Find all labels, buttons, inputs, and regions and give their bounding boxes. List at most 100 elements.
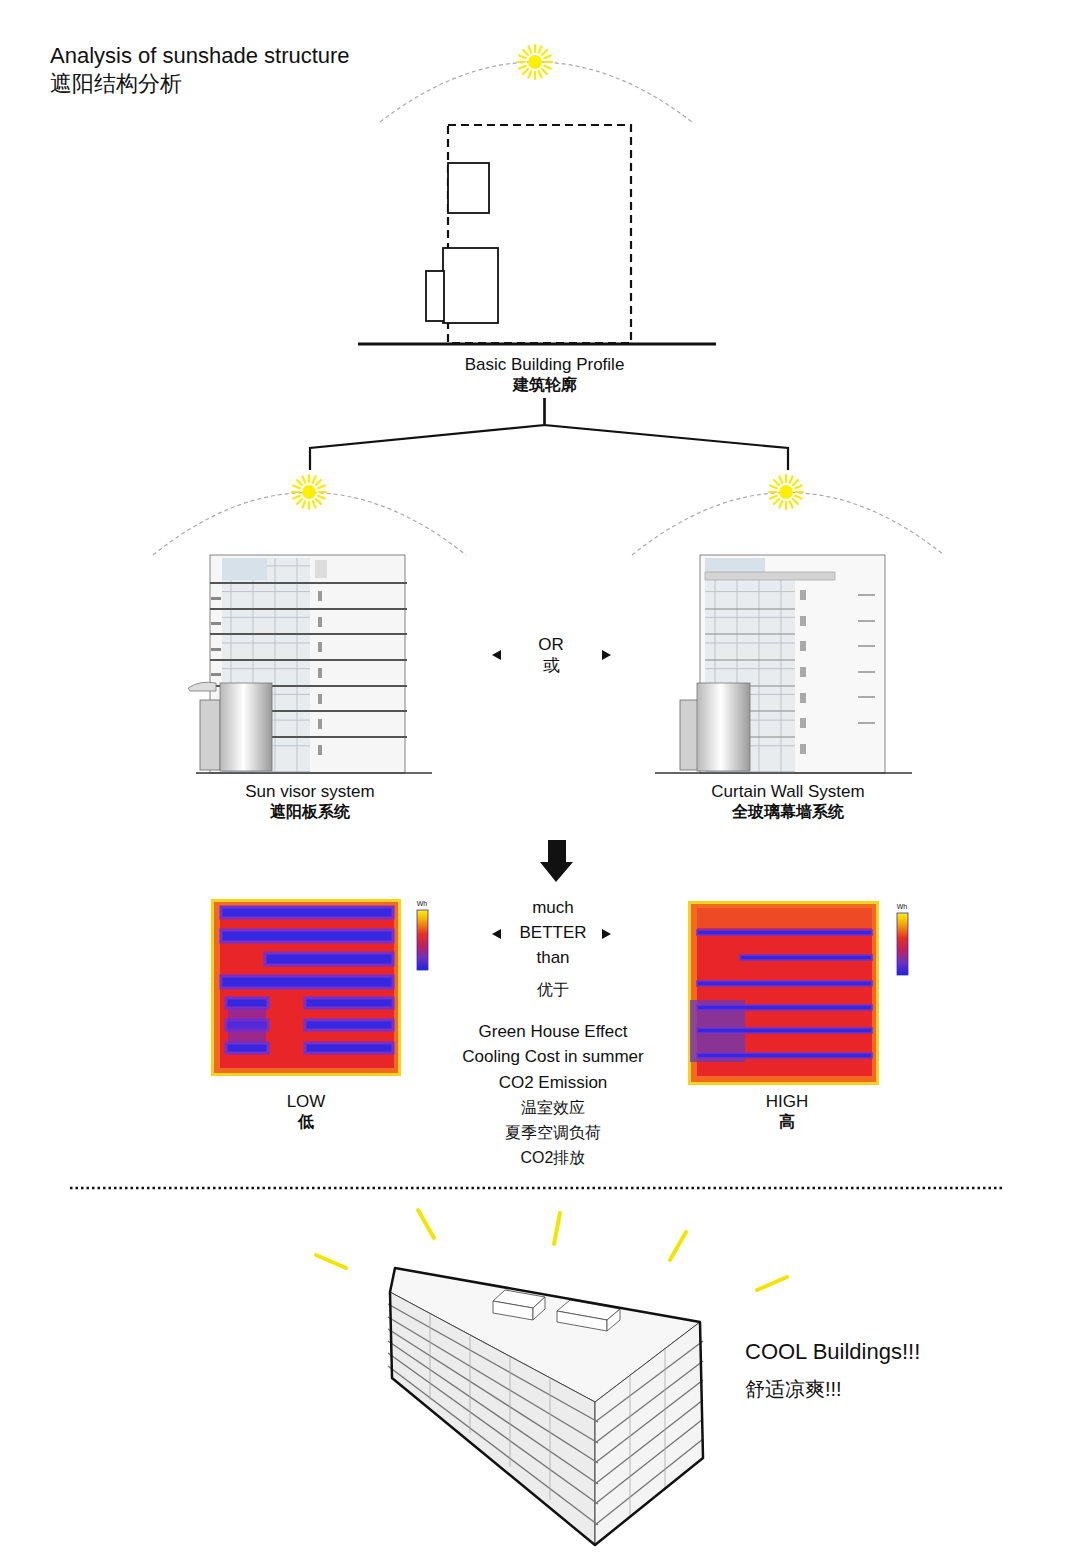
heatmap-low xyxy=(226,998,268,1008)
sun-visor-elevation xyxy=(211,597,221,676)
building-perspective xyxy=(388,1329,598,1463)
building-perspective xyxy=(430,1314,431,1400)
heatmap-low xyxy=(220,906,394,1068)
building-profile xyxy=(358,125,716,344)
comparison-arrow xyxy=(492,650,611,939)
tree-connector xyxy=(545,398,789,470)
curtain-wall-elevation xyxy=(705,660,795,661)
sun-visor-elevation xyxy=(318,642,322,652)
caption-block: Basic Building Profile建筑轮廓 xyxy=(362,355,727,395)
building-profile xyxy=(426,271,444,321)
subtitle: 遮阳结构分析 xyxy=(50,71,182,97)
sun-visor-elevation xyxy=(222,558,267,580)
building-perspective xyxy=(388,1317,598,1443)
heatmap-high xyxy=(688,901,908,1085)
unit-label: Wh xyxy=(417,900,428,908)
sun-visor-elevation xyxy=(318,694,322,704)
heatmap-high xyxy=(697,981,872,986)
comparison-arrow xyxy=(492,650,501,660)
building-perspective xyxy=(550,1379,551,1500)
building-perspective xyxy=(533,1297,545,1320)
curtain-wall-elevation xyxy=(800,616,806,626)
curtain-wall-elevation xyxy=(800,744,806,754)
sun-visor-elevation xyxy=(196,772,432,774)
sun-visor-elevation xyxy=(200,700,220,770)
sun-visor-elevation xyxy=(318,668,322,678)
caption-block: LOW低 xyxy=(190,1092,422,1132)
curtain-wall-elevation xyxy=(705,558,765,572)
heatmap-low xyxy=(211,899,428,1076)
building-perspective xyxy=(595,1361,703,1443)
figure-panel: LOW低 xyxy=(190,893,422,1135)
curtain-wall-elevation xyxy=(858,671,875,673)
label-holder: 温室效应 xyxy=(521,1098,585,1117)
curtain-wall-elevation xyxy=(800,590,875,754)
heatmap-high xyxy=(740,955,872,960)
sun-visor-elevation xyxy=(318,617,322,627)
unit-label: Wh xyxy=(897,903,908,911)
slogan: 舒适凉爽!!! xyxy=(745,1377,842,1401)
caption-block: Sun visor system遮阳板系统 xyxy=(150,782,470,822)
building-perspective xyxy=(510,1357,511,1467)
criterion: CO2排放 xyxy=(521,1148,586,1167)
label-holder: 优于 xyxy=(537,980,569,999)
heatmap-high xyxy=(697,1053,872,1058)
caption: Sun visor system xyxy=(245,782,374,802)
label-holder: 舒适凉爽!!! xyxy=(745,1377,842,1401)
sun-rays xyxy=(316,1210,787,1290)
heatmap-low xyxy=(221,930,393,942)
sun-visor-elevation xyxy=(188,555,432,773)
sun-rays xyxy=(670,1232,686,1260)
caption-block: Curtain Wall System全玻璃幕墙系统 xyxy=(628,782,948,822)
criterion: Cooling Cost in summer xyxy=(462,1047,643,1067)
curtain-wall-elevation xyxy=(655,772,912,774)
heatmap-low xyxy=(221,907,393,1053)
curtain-wall-elevation xyxy=(705,572,835,580)
building-profile xyxy=(448,163,489,213)
figure-panel: Basic Building Profile建筑轮廓 xyxy=(362,118,727,398)
sun-arc xyxy=(769,475,803,509)
caption: HIGH xyxy=(766,1092,809,1112)
heatmap-high xyxy=(691,904,876,1082)
caption: 高 xyxy=(779,1112,795,1132)
heatmap-high xyxy=(688,901,879,1085)
sun-visor-elevation xyxy=(318,745,322,755)
criterion: CO2 Emission xyxy=(499,1073,608,1093)
label-holder: Cooling Cost in summer xyxy=(462,1047,643,1067)
curtain-wall-elevation xyxy=(800,641,806,651)
sun-visor-elevation xyxy=(188,682,216,691)
building-perspective xyxy=(630,1376,631,1517)
building-perspective xyxy=(595,1322,703,1545)
curtain-wall-elevation xyxy=(705,634,795,635)
criterion: 温室效应 xyxy=(521,1098,585,1117)
sun-arc xyxy=(153,45,944,555)
heatmap-low xyxy=(265,953,393,965)
dotted-divider xyxy=(70,1187,1005,1190)
heatmap-high xyxy=(897,913,908,975)
heatmap-low xyxy=(305,998,393,1008)
caption: Basic Building Profile xyxy=(465,355,625,375)
heatmap-low xyxy=(305,1020,393,1030)
comparison-arrow xyxy=(540,840,573,882)
comparison-phrase: much BETTER than xyxy=(519,895,586,970)
building-perspective xyxy=(390,1292,595,1545)
heatmap-low xyxy=(214,902,398,1073)
building-perspective xyxy=(470,1336,471,1433)
curtain-wall-elevation xyxy=(800,590,806,600)
comparison-arrow xyxy=(602,650,611,660)
heatmap-high xyxy=(697,1005,872,1010)
sun-visor-elevation xyxy=(210,582,407,584)
building-perspective xyxy=(595,1439,703,1525)
heatmap-low xyxy=(305,1043,393,1053)
sun-visor-elevation xyxy=(318,719,322,729)
curtain-wall-elevation xyxy=(858,722,875,724)
sun-rays xyxy=(316,1255,346,1268)
comparison-word: OR xyxy=(538,635,564,655)
curtain-wall-elevation xyxy=(858,645,875,647)
heatmap-low xyxy=(211,899,401,1076)
criterion: 夏季空调负荷 xyxy=(505,1123,601,1142)
sun-arc xyxy=(632,493,944,556)
label-holder: CO2 Emission xyxy=(499,1073,608,1093)
building-perspective xyxy=(390,1268,703,1545)
criterion: Green House Effect xyxy=(479,1022,628,1042)
